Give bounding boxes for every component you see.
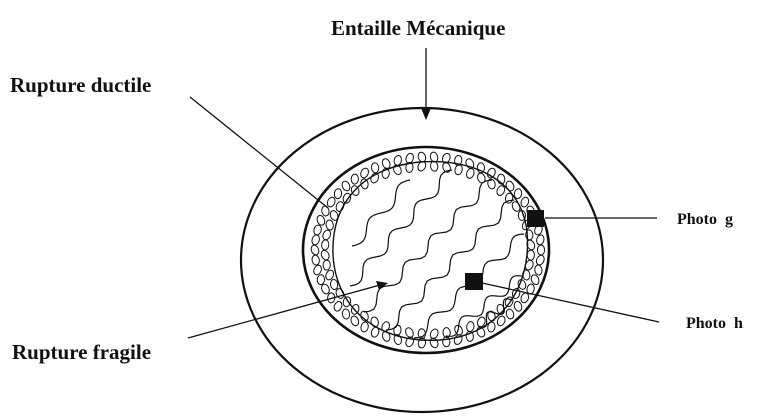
dimple [311,234,321,246]
dimple [466,321,475,332]
brittle-fracture-label: Rupture fragile [12,342,151,363]
mechanical-notch-label: Entaille Mécanique [331,18,505,39]
dimple [311,254,320,265]
dimple [360,321,369,332]
dimple [537,245,544,255]
dimple [341,180,352,192]
dimple [505,180,516,192]
dimple [351,174,358,184]
photo-g-marker [527,210,544,227]
dimple [393,325,402,336]
photo-h-leader-line [482,283,659,322]
dimple [524,259,535,271]
ductile-leader-line [190,97,328,208]
dimple [325,219,334,230]
photo-h-label: Photo h [686,316,743,332]
dimple [534,265,542,276]
photo-h-marker [465,273,483,290]
dimple [535,254,546,266]
dimple [342,192,352,204]
cleavage-line [350,170,452,286]
dimple [505,308,515,320]
dimple [342,309,350,320]
dimple [350,315,361,327]
cleavage-line [352,180,410,246]
dimple [313,224,323,236]
dimple [321,240,329,251]
photo-g-label: Photo g [677,212,733,228]
dimple [335,201,345,213]
dimple [486,167,497,179]
dimple [334,188,342,199]
dimple [514,188,523,199]
dimple [333,300,344,312]
dimple [442,337,450,347]
notch-band-outer-boundary [303,147,549,353]
dimple [317,274,325,285]
dimple [342,296,351,307]
dimple [359,167,370,179]
cleavage-line [364,180,492,312]
dimple [321,205,330,216]
dimple [513,300,523,312]
dimple [323,260,330,270]
dimple [465,168,475,180]
dimple [527,250,534,260]
dimple [321,229,332,241]
dimple [369,172,380,184]
dimple [312,264,323,276]
ductile-fracture-label: Rupture ductile [10,75,151,96]
notch-arrowhead [421,108,431,120]
dimple [466,331,474,341]
cleavage-line [478,299,512,328]
dimple [536,234,545,245]
dimple [326,196,337,208]
dimple [310,244,320,256]
dimple [320,249,331,261]
dimple [525,230,533,241]
dimple [371,162,380,173]
